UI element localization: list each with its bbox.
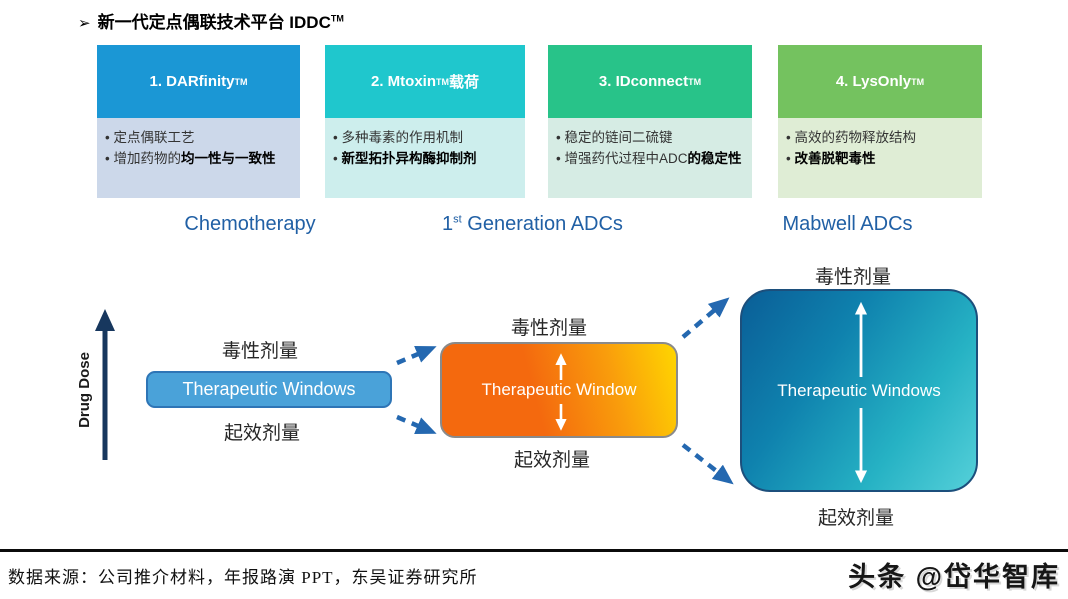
page-title: ➢ 新一代定点偶联技术平台 IDDCTM [78, 8, 344, 33]
card-title: 1. DARfinity [149, 73, 235, 90]
card-mtoxin-body: 多种毒素的作用机制 新型拓扑异构酶抑制剂 [325, 118, 525, 198]
stage-label-mabwell-adcs: Mabwell ADCs [745, 213, 950, 236]
bullet-text: 定点偶联工艺 [113, 130, 195, 145]
bullet-text: 增强药代过程中ADC [564, 151, 688, 166]
bullet-item: 定点偶联工艺 [105, 127, 292, 148]
toutiao-watermark: 头条 @岱华智库 [848, 562, 1060, 592]
arrow-bullet-icon: ➢ [78, 15, 91, 32]
stage-label-1st-gen-adcs: 1st Generation ADCs [420, 213, 645, 236]
mabwell-therapeutic-window-box: Therapeutic Windows [740, 289, 978, 492]
card-lysonly-body: 高效的药物释放结构 改善脱靶毒性 [778, 118, 982, 198]
dashed-arrow-chemo-to-adc1-bottom [396, 414, 437, 435]
bullet-text-bold: 均一性与一致性 [180, 151, 276, 166]
stage-label-chemotherapy: Chemotherapy [150, 213, 350, 236]
card-idconnect-body: 稳定的链间二硫键 增强药代过程中ADC的稳定性 [548, 118, 752, 198]
bullet-text: 高效的药物释放结构 [794, 130, 916, 145]
bullet-item: 多种毒素的作用机制 [333, 127, 517, 148]
trademark-sup: TM [330, 13, 344, 24]
dashed-arrow-adc1-to-mabwell-bottom [681, 443, 734, 485]
stage-text: Chemotherapy [184, 213, 316, 235]
stage-text: Generation ADCs [461, 213, 623, 235]
card-title: 4. LysOnly [835, 73, 912, 90]
card-darfinity-body: 定点偶联工艺 增加药物的均一性与一致性 [97, 118, 300, 198]
chemo-window-label: Therapeutic Windows [182, 379, 356, 399]
trademark-sup: TM [436, 76, 449, 87]
card-title-suffix: 载荷 [449, 74, 480, 91]
effective-dose-label-mabwell: 起效剂量 [817, 508, 894, 529]
chemo-therapeutic-window-box: Therapeutic Windows [146, 371, 392, 408]
bullet-text-bold: 的稳定性 [687, 151, 742, 166]
bullet-item: 改善脱靶毒性 [786, 148, 974, 169]
adc1-window-range-arrow [555, 353, 567, 431]
effective-dose-label-adc1: 起效剂量 [513, 450, 590, 471]
stage-text: Mabwell ADCs [782, 213, 913, 235]
data-source-text: 数据来源：公司推介材料，年报路演 PPT，东吴证券研究所 [8, 568, 478, 587]
bullet-item: 新型拓扑异构酶抑制剂 [333, 148, 517, 169]
trademark-sup: TM [234, 76, 248, 87]
mabwell-window-range-arrow [854, 301, 868, 484]
bullet-text-bold: 新型拓扑异构酶抑制剂 [341, 151, 477, 166]
toxic-dose-label-mabwell: 毒性剂量 [814, 267, 891, 288]
bullet-item: 高效的药物释放结构 [786, 127, 974, 148]
bullet-text: 稳定的链间二硫键 [564, 130, 673, 145]
bullet-item: 增强药代过程中ADC的稳定性 [556, 148, 744, 169]
toxic-dose-label-chemo: 毒性剂量 [221, 341, 298, 362]
stage-sup: st [453, 213, 462, 226]
dashed-arrow-chemo-to-adc1-top [396, 345, 437, 366]
drug-dose-axis-label: Drug Dose [76, 352, 93, 428]
stage-text: 1 [442, 213, 454, 235]
mabwell-window-label: Therapeutic Windows [777, 380, 941, 400]
bullet-item: 增加药物的均一性与一致性 [105, 148, 292, 169]
card-title: 2. Mtoxin [370, 73, 436, 90]
adc1-therapeutic-window-box: Therapeutic Window [440, 342, 678, 438]
card-title: 3. IDconnect [598, 73, 689, 90]
bullet-text: 增加药物的 [113, 151, 181, 166]
dashed-arrow-adc1-to-mabwell-top [681, 297, 730, 339]
trademark-sup: TM [911, 76, 925, 87]
footer-divider [0, 549, 1068, 552]
toxic-dose-label-adc1: 毒性剂量 [510, 318, 587, 339]
effective-dose-label-chemo: 起效剂量 [223, 423, 300, 444]
bullet-text: 多种毒素的作用机制 [341, 130, 463, 145]
bullet-text-bold: 改善脱靶毒性 [794, 151, 876, 166]
page-title-text: 新一代定点偶联技术平台 IDDC [97, 13, 331, 32]
trademark-sup: TM [688, 76, 702, 87]
adc1-window-label: Therapeutic Window [481, 380, 637, 399]
bullet-item: 稳定的链间二硫键 [556, 127, 744, 148]
